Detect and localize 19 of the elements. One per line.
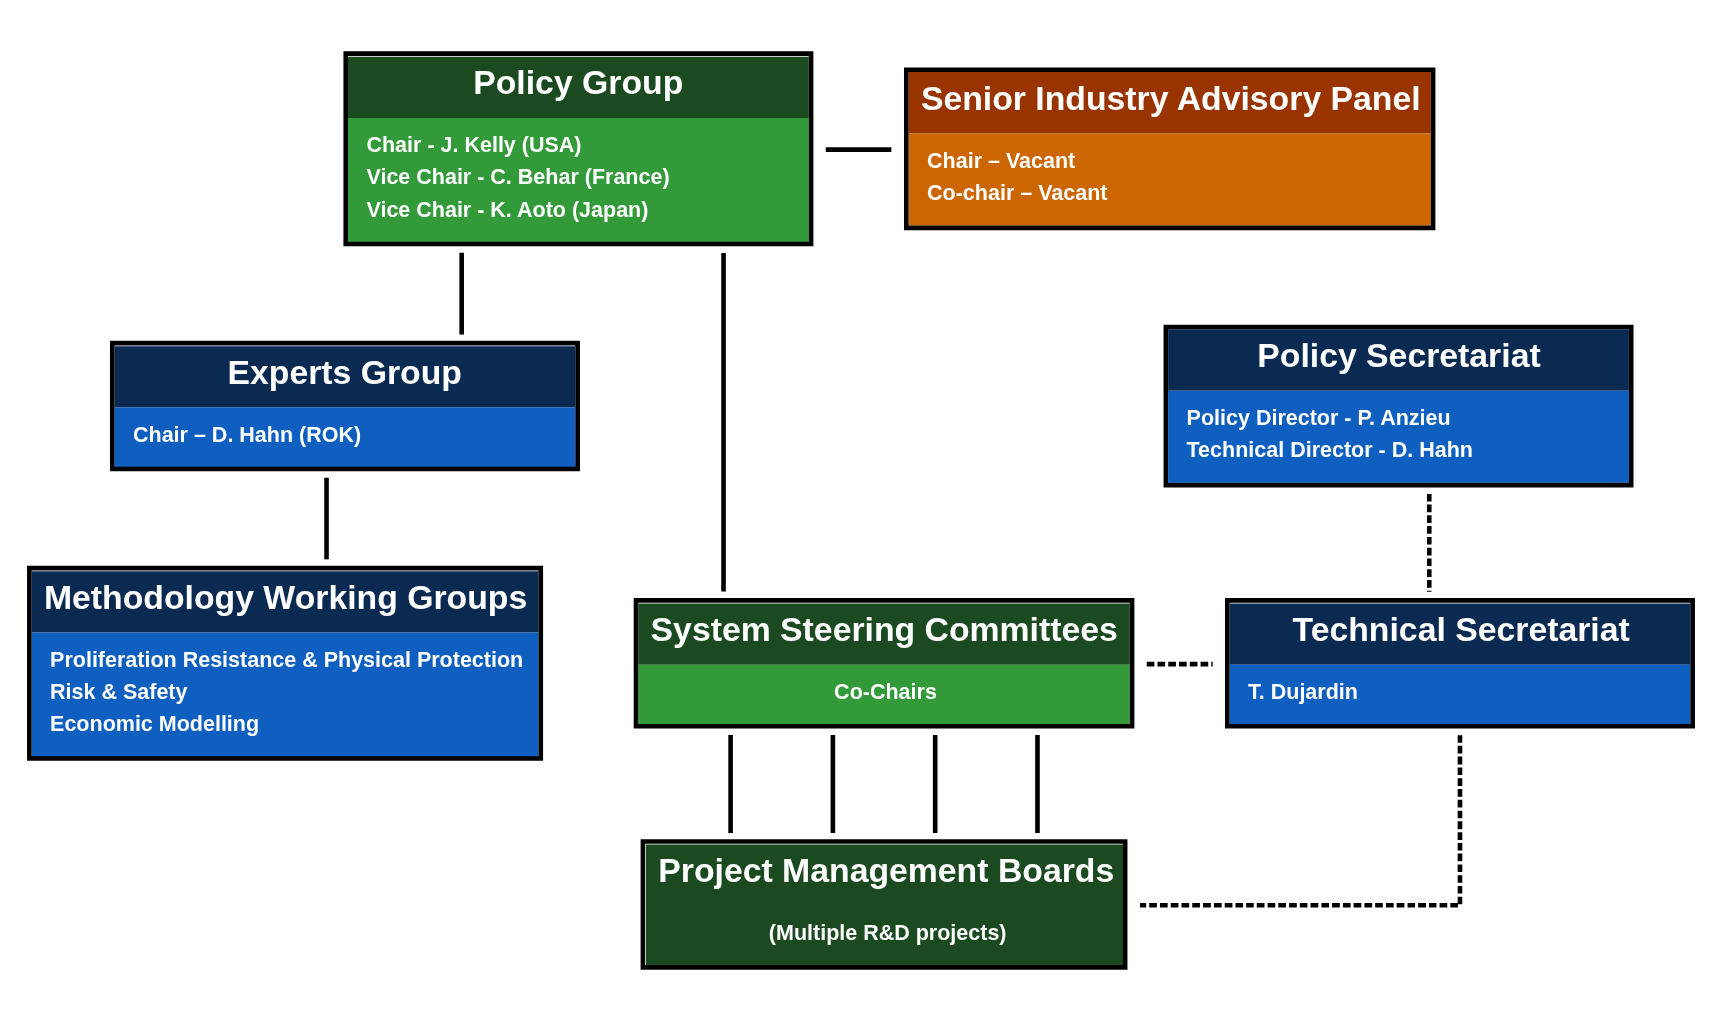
connector bbox=[932, 734, 938, 833]
node-box: Policy Secretariat Policy Director - P. Anzieu Technical Director - D. Hahn bbox=[1163, 324, 1634, 487]
connector bbox=[1035, 734, 1040, 833]
connector bbox=[1426, 493, 1432, 592]
node-box: Senior Industry Advisory Panel Chair – Vacant Co-chair – Vacant bbox=[904, 66, 1436, 230]
connector bbox=[324, 477, 329, 559]
connector bbox=[728, 734, 733, 833]
node-box: Experts Group Chair – D. Hahn (ROK) bbox=[109, 340, 580, 471]
node-box: Project Management Boards (Multiple R&D projects) bbox=[640, 838, 1128, 970]
node-box: Policy Group Chair - J. Kelly (USA) Vice Chair - C. Behar (France) Vice Chair - K. Aoto (Japan) bbox=[343, 50, 814, 246]
connector bbox=[459, 252, 464, 335]
connector bbox=[830, 734, 836, 833]
connector bbox=[721, 252, 726, 592]
node-box: Methodology Working Groups Proliferation Resistance & Physical Protection Risk & Safety Economic Modelling bbox=[27, 565, 544, 761]
connector bbox=[1140, 734, 1463, 907]
connector bbox=[1146, 661, 1213, 666]
node-box: Technical Secretariat T. Dujardin bbox=[1225, 597, 1695, 729]
connector bbox=[825, 146, 892, 152]
node-box: System Steering Committees Co-Chairs bbox=[633, 597, 1135, 729]
